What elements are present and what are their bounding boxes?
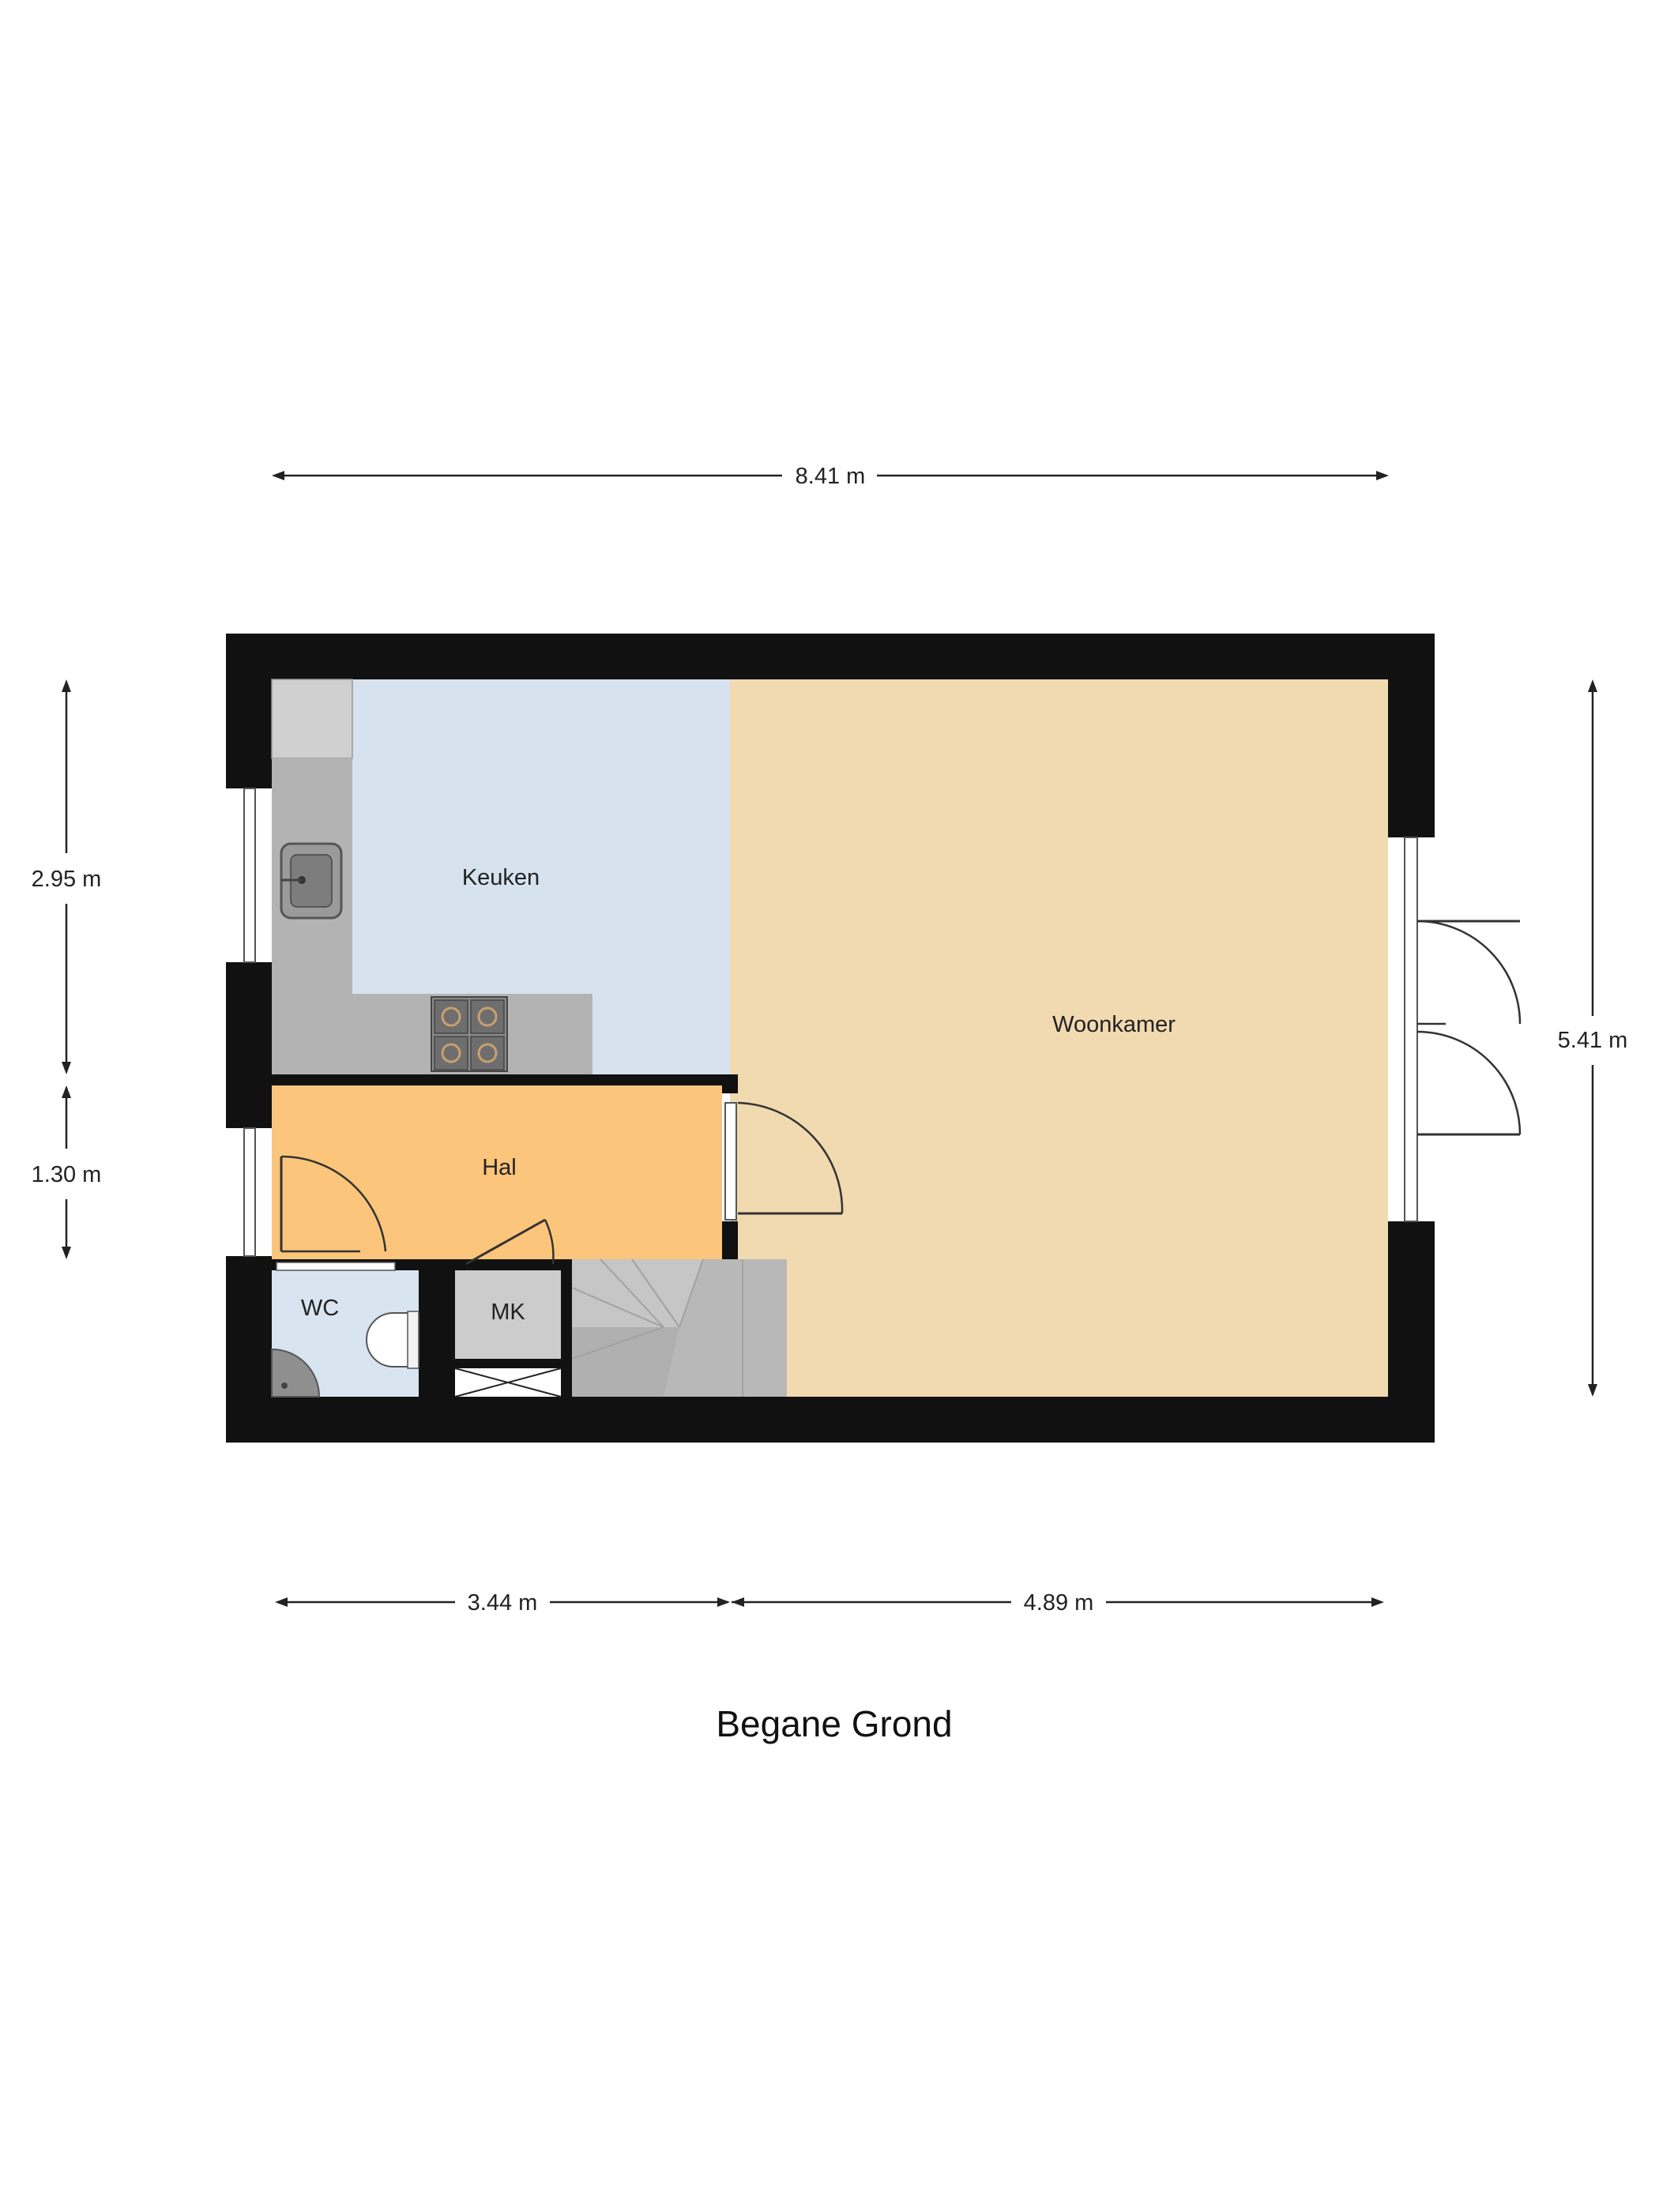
door-front	[280, 1155, 387, 1253]
wall-top	[226, 634, 1435, 679]
washbasin-icon	[271, 1348, 321, 1398]
dim-bottom-right: 4.89 m	[1024, 1590, 1094, 1616]
stairs	[571, 1258, 787, 1397]
room-woonkamer	[730, 679, 1388, 1397]
dim-left-lower: 1.30 m	[32, 1162, 102, 1187]
windows	[243, 788, 1418, 1257]
doors	[276, 920, 1522, 1271]
dimension-bottom: 3.44 m 4.89 m	[275, 1590, 1384, 1616]
wall-bottom	[226, 1397, 1435, 1443]
label-keuken: Keuken	[462, 865, 540, 890]
room-mk	[455, 1270, 561, 1359]
fridge	[271, 679, 353, 759]
wall-right-bottom	[1388, 1221, 1435, 1443]
sink-icon	[280, 842, 343, 920]
wall-left-bottom	[226, 1256, 272, 1443]
meter-panel	[454, 1367, 562, 1398]
label-hal: Hal	[482, 1155, 517, 1180]
wall-mk-bottom	[455, 1359, 561, 1368]
wall-left-mid	[226, 962, 272, 1128]
floor-title: Begane Grond	[716, 1703, 952, 1744]
door-garden	[1416, 920, 1522, 1136]
wall-hal-corner-top	[722, 1074, 738, 1093]
label-wc: WC	[301, 1296, 339, 1321]
outer-walls	[226, 634, 1435, 1443]
door-wc	[276, 1262, 396, 1271]
dim-bottom-left: 3.44 m	[468, 1590, 538, 1616]
wall-wc-mk	[419, 1259, 455, 1397]
window-woonkamer	[1404, 837, 1418, 1222]
wall-mk-stairs	[561, 1259, 572, 1397]
kitchen-counter	[271, 679, 592, 1074]
window-keuken	[243, 788, 256, 963]
stove-icon	[431, 996, 508, 1072]
door-mk	[465, 1218, 555, 1266]
label-woonkamer: Woonkamer	[1052, 1012, 1176, 1037]
dim-right-total: 5.41 m	[1558, 1028, 1628, 1053]
dim-left-upper: 2.95 m	[32, 867, 102, 892]
room-hal	[272, 1085, 722, 1259]
dim-top-total: 8.41 m	[796, 464, 866, 489]
toilet-icon	[366, 1311, 419, 1369]
dimension-right: 5.41 m	[1558, 679, 1628, 1397]
wall-hal-corner-bottom	[722, 1221, 738, 1259]
wall-keuken-hal	[226, 1074, 738, 1085]
wall-left-top	[226, 634, 272, 788]
label-mk: MK	[491, 1300, 525, 1325]
door-woonkamer	[724, 1101, 844, 1221]
dimension-top: 8.41 m	[272, 464, 1389, 489]
dimension-left: 2.95 m 1.30 m	[32, 679, 102, 1259]
window-hal	[243, 1127, 256, 1257]
wall-right-top	[1388, 634, 1435, 837]
